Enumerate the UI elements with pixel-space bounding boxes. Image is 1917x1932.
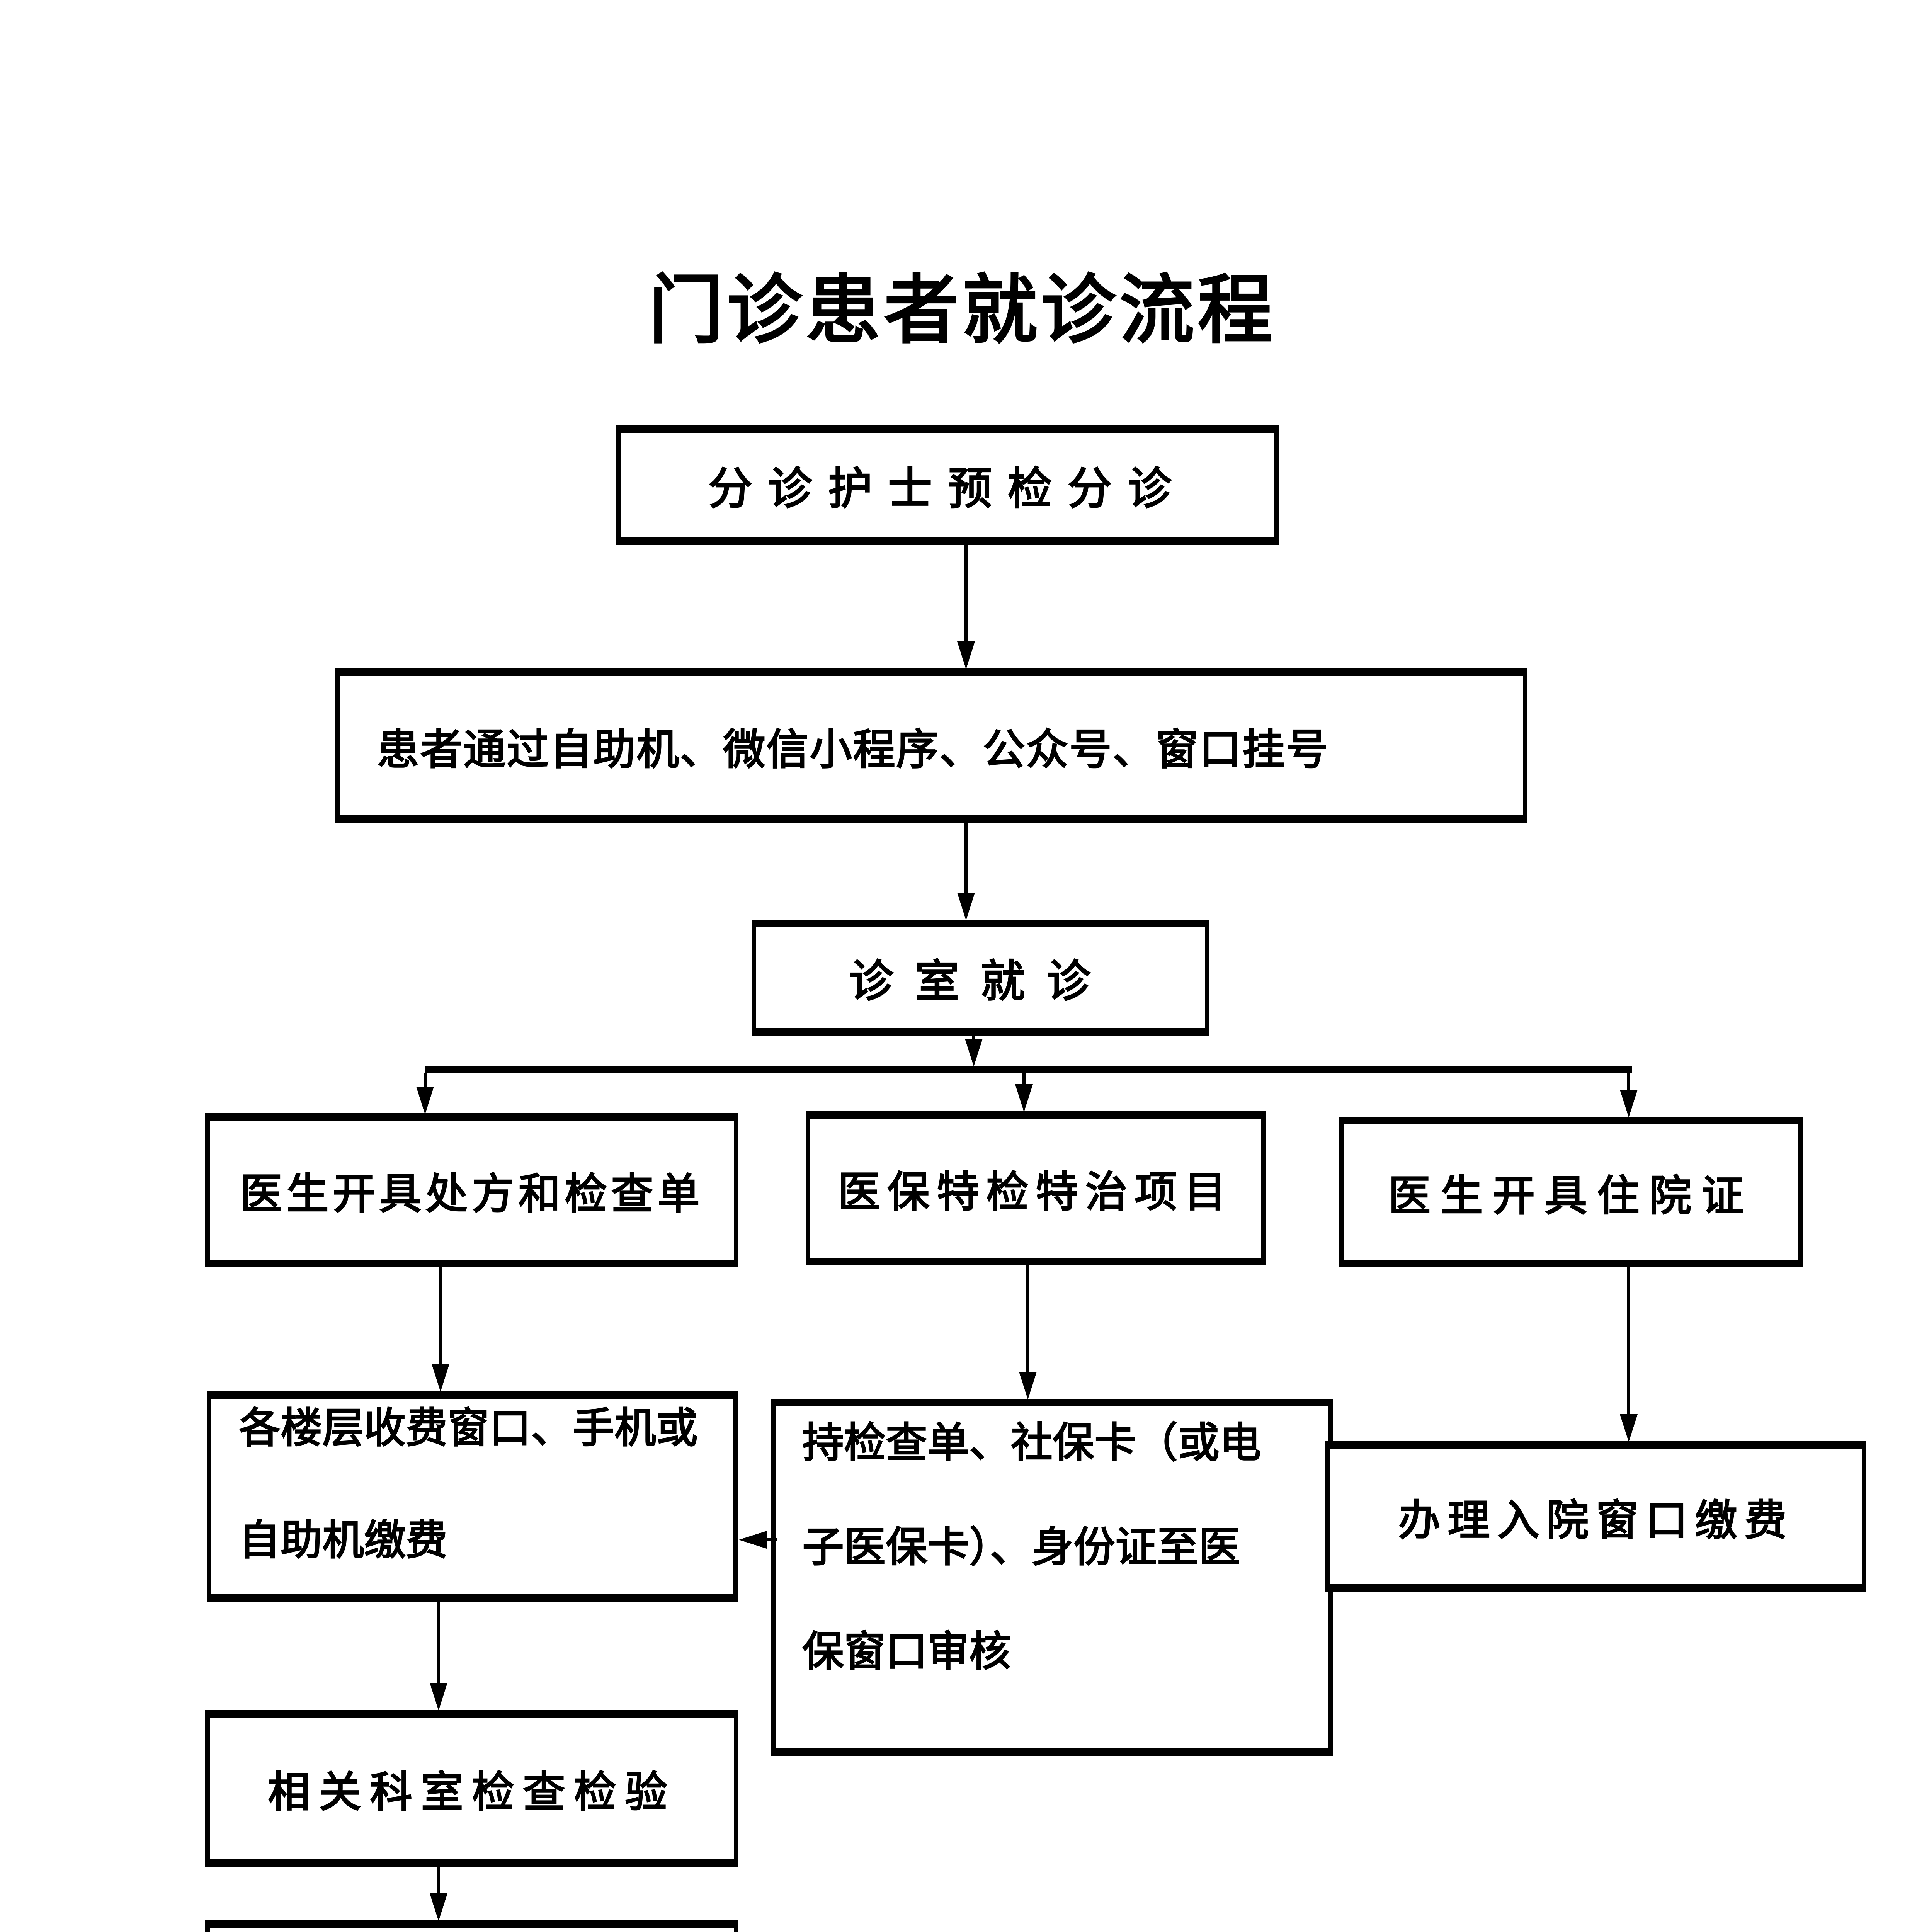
- node-insurance-review-line3: 保窗口审核: [802, 1629, 1011, 1675]
- node-special-items-label: 医保特检特治项目: [838, 1169, 1233, 1216]
- node-doctor-diagnosis: 医生诊断: [205, 1920, 738, 1932]
- arrow-prescription-payment-head: [432, 1364, 449, 1392]
- drop-middle-head: [1015, 1084, 1033, 1112]
- drop-right-head: [1620, 1090, 1638, 1117]
- arrow-special-insurance-head: [1019, 1372, 1037, 1400]
- node-admission-payment-label: 办理入院窗口缴费: [1398, 1497, 1794, 1544]
- node-payment: 各楼层收费窗口、手机或 自助机缴费: [207, 1391, 738, 1602]
- node-triage: 分诊护士预检分诊: [616, 425, 1279, 545]
- arrow-triage-register-shaft: [964, 545, 968, 641]
- node-dept-exam-label: 相关科室检查检验: [268, 1769, 676, 1816]
- drop-left-shaft: [424, 1073, 427, 1087]
- arrow-register-consult-shaft: [964, 823, 968, 893]
- arrow-consult-branch-head: [965, 1039, 983, 1066]
- arrow-insurance-payment-head: [739, 1531, 767, 1549]
- arrow-insurance-payment-shaft: [764, 1538, 777, 1541]
- arrow-dept-diagnosis-head: [430, 1893, 447, 1921]
- node-prescription-label: 医生开具处方和检查单: [240, 1171, 704, 1218]
- node-payment-line2: 自助机缴费: [239, 1518, 448, 1564]
- node-admission-payment: 办理入院窗口缴费: [1325, 1441, 1866, 1592]
- drop-right-shaft: [1627, 1073, 1630, 1090]
- drop-left-head: [416, 1087, 434, 1114]
- node-consult: 诊室就诊: [752, 920, 1209, 1036]
- branch-line: [425, 1066, 1632, 1073]
- arrow-payment-dept-head: [430, 1683, 447, 1711]
- arrow-cert-admission-shaft: [1627, 1267, 1630, 1414]
- node-insurance-review: 持检查单、社保卡（或电 子医保卡）、身份证至医 保窗口审核: [771, 1399, 1333, 1756]
- arrow-special-insurance-shaft: [1026, 1265, 1029, 1372]
- arrow-register-consult-head: [957, 893, 975, 920]
- arrow-prescription-payment-shaft: [439, 1267, 442, 1364]
- node-insurance-review-line1: 持检查单、社保卡（或电: [802, 1420, 1262, 1466]
- node-register-label: 患者通过自助机、微信小程序、公众号、窗口挂号: [377, 726, 1329, 774]
- node-insurance-review-line2: 子医保卡）、身份证至医: [802, 1525, 1241, 1571]
- node-hospital-cert: 医生开具住院证: [1339, 1117, 1803, 1267]
- page-title: 门诊患者就诊流程: [648, 269, 1276, 353]
- node-special-items: 医保特检特治项目: [806, 1111, 1266, 1265]
- node-payment-line1: 各楼层收费窗口、手机或: [239, 1406, 698, 1452]
- node-dept-exam: 相关科室检查检验: [205, 1710, 738, 1867]
- arrow-dept-diagnosis-shaft: [437, 1867, 440, 1893]
- node-hospital-cert-label: 医生开具住院证: [1388, 1173, 1754, 1220]
- arrow-cert-admission-head: [1620, 1414, 1638, 1442]
- drop-middle-shaft: [1022, 1073, 1026, 1084]
- node-prescription: 医生开具处方和检查单: [205, 1113, 738, 1267]
- arrow-triage-register-head: [957, 641, 975, 669]
- node-register: 患者通过自助机、微信小程序、公众号、窗口挂号: [335, 668, 1527, 823]
- arrow-payment-dept-shaft: [437, 1602, 440, 1683]
- node-triage-label: 分诊护士预检分诊: [708, 464, 1187, 514]
- node-consult-label: 诊室就诊: [849, 957, 1112, 1006]
